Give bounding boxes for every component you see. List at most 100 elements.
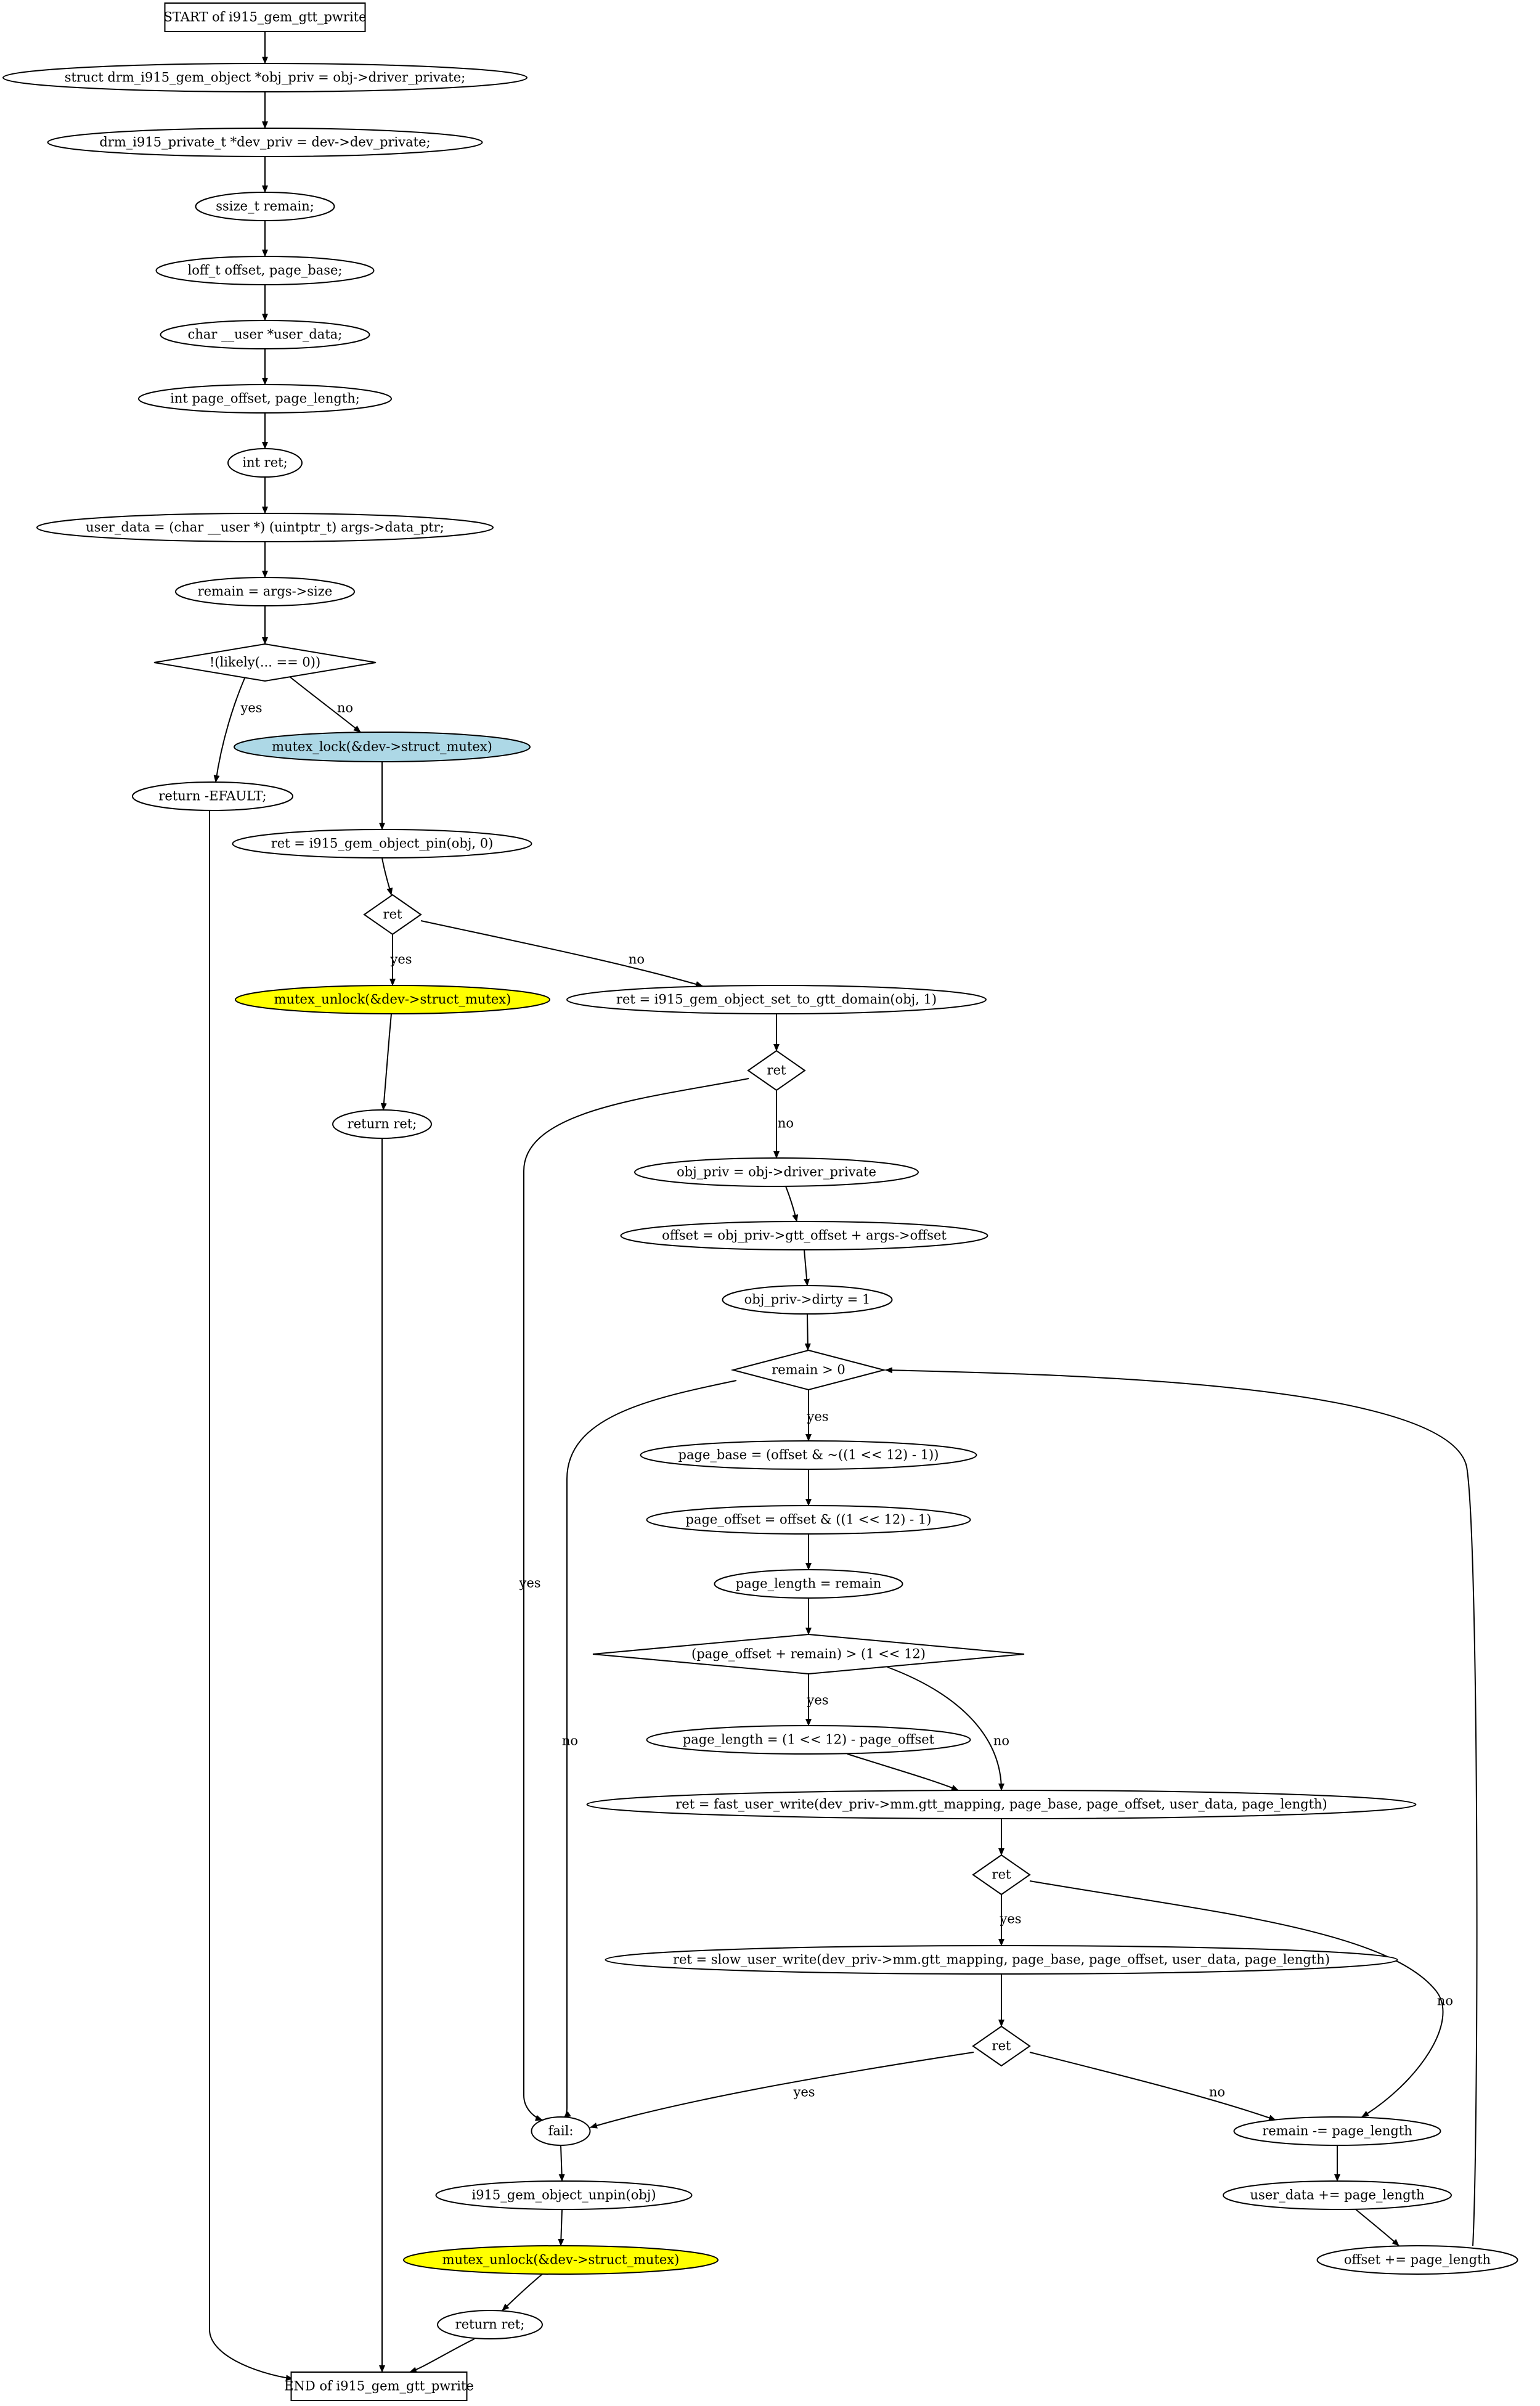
statement-node-objpriv: obj_priv = obj->driver_private xyxy=(634,1157,919,1187)
statement-shape xyxy=(155,256,375,285)
statement-node-poff: page_offset = offset & ((1 << 12) - 1) xyxy=(646,1505,971,1535)
statement-node-n9: remain = args->size xyxy=(175,577,355,606)
edge-d1-to-efault xyxy=(213,676,246,783)
node-label: return -EFAULT; xyxy=(158,789,266,804)
node-label: obj_priv->dirty = 1 xyxy=(744,1292,871,1307)
node-label: offset += page_length xyxy=(1344,2253,1491,2267)
statement-shape xyxy=(605,1945,1398,1975)
edge-label-yes: yes xyxy=(240,701,262,716)
node-label: ret = fast_user_write(dev_priv->mm.gtt_m… xyxy=(675,1797,1327,1812)
node-label: return ret; xyxy=(348,1117,417,1132)
statement-node-ret2: return ret; xyxy=(437,2310,543,2339)
node-label: remain = args->size xyxy=(198,584,333,599)
edge-label-yes: yes xyxy=(999,1912,1021,1927)
edge-d4-to-fail xyxy=(563,1380,737,2118)
statement-shape xyxy=(36,513,494,542)
decision-node-d1: !(likely(... == 0)) xyxy=(153,643,377,682)
node-label: ret xyxy=(992,2039,1011,2053)
statement-shape xyxy=(175,577,355,606)
node-label: ssize_t remain; xyxy=(216,199,314,214)
edge-label-no: no xyxy=(337,701,353,716)
statement-node-dirty: obj_priv->dirty = 1 xyxy=(722,1285,893,1315)
node-label: page_base = (offset & ~((1 << 12) - 1)) xyxy=(678,1448,939,1462)
edge-fail-to-unpin xyxy=(558,2145,565,2182)
statement-node-plen2: page_length = (1 << 12) - page_offset xyxy=(646,1725,971,1755)
statement-shape xyxy=(620,1221,988,1250)
node-label: START of i915_gem_gtt_pwrite xyxy=(163,10,366,25)
statement-node-ret1: return ret; xyxy=(332,1109,432,1139)
statement-node-unpin: i915_gem_object_unpin(obj) xyxy=(435,2180,693,2210)
edge-udadd-to-offadd xyxy=(1355,2209,1399,2246)
statement-node-udadd: user_data += page_length xyxy=(1223,2180,1452,2210)
statement-shape xyxy=(234,732,531,762)
node-label: int page_offset, page_length; xyxy=(170,391,360,406)
node-label: page_offset = offset & ((1 << 12) - 1) xyxy=(686,1512,932,1527)
edge-d6-to-remsub xyxy=(1029,1880,1444,2118)
statement-node-pin: ret = i915_gem_object_pin(obj, 0) xyxy=(232,829,532,858)
statement-node-unlock1: mutex_unlock(&dev->struct_mutex) xyxy=(235,985,550,1014)
node-label: !(likely(... == 0)) xyxy=(210,655,320,670)
node-label: ret xyxy=(992,1867,1011,1882)
statement-shape xyxy=(646,1505,971,1535)
edge-unlock1-to-ret1 xyxy=(380,1013,392,1111)
statement-shape xyxy=(714,1569,903,1599)
edge-d7-to-remsub xyxy=(1029,2052,1276,2121)
statement-node-efault: return -EFAULT; xyxy=(132,781,293,811)
node-label: return ret; xyxy=(455,2317,525,2332)
edge-offset-to-dirty xyxy=(804,1249,810,1286)
edge-pin-to-d2 xyxy=(381,857,393,895)
node-label: ret = slow_user_write(dev_priv->mm.gtt_m… xyxy=(673,1952,1330,1967)
decision-shape xyxy=(153,643,377,682)
node-label: drm_i915_private_t *dev_priv = dev->dev_… xyxy=(99,135,430,150)
statement-shape xyxy=(1223,2180,1452,2210)
decision-node-d7: ret xyxy=(972,2025,1031,2067)
statement-shape xyxy=(332,1109,432,1139)
edge-label-no: no xyxy=(1209,2085,1225,2100)
decision-node-d2: ret xyxy=(363,894,422,936)
statement-shape xyxy=(403,2245,719,2275)
edge-objpriv-to-offset xyxy=(785,1186,799,1222)
statement-node-n4: loff_t offset, page_base; xyxy=(155,256,375,285)
node-label: offset = obj_priv->gtt_offset + args->of… xyxy=(662,1228,947,1243)
decision-node-d6: ret xyxy=(972,1854,1031,1896)
edge-unlock2-to-ret2 xyxy=(502,2273,543,2311)
edge-label-no: no xyxy=(993,1734,1009,1748)
box-node-start: START of i915_gem_gtt_pwrite xyxy=(163,2,367,32)
statement-shape xyxy=(1233,2116,1441,2146)
edge-plen2-to-fast xyxy=(847,1753,959,1791)
node-label: mutex_unlock(&dev->struct_mutex) xyxy=(274,992,511,1007)
statement-shape xyxy=(235,985,550,1014)
edge-ret2-to-end xyxy=(409,2338,475,2373)
statement-shape xyxy=(195,192,335,221)
node-label: remain > 0 xyxy=(772,1363,845,1377)
statement-shape xyxy=(640,1440,977,1470)
statement-node-n6: int page_offset, page_length; xyxy=(138,384,392,414)
node-label: user_data = (char __user *) (uintptr_t) … xyxy=(86,520,444,535)
statement-shape xyxy=(722,1285,893,1315)
edge-dirty-to-d4 xyxy=(804,1313,811,1351)
statement-node-pbase: page_base = (offset & ~((1 << 12) - 1)) xyxy=(640,1440,977,1470)
statement-node-n7: int ret; xyxy=(227,448,303,478)
statement-shape xyxy=(160,320,370,349)
node-label: i915_gem_object_unpin(obj) xyxy=(471,2188,656,2203)
statement-node-unlock2: mutex_unlock(&dev->struct_mutex) xyxy=(403,2245,719,2275)
statement-shape xyxy=(232,829,532,858)
decision-shape xyxy=(972,2025,1031,2067)
node-label: remain -= page_length xyxy=(1262,2124,1412,2139)
node-label: END of i915_gem_gtt_pwrite xyxy=(284,2379,474,2394)
node-label: page_length = (1 << 12) - page_offset xyxy=(683,1732,935,1747)
node-label: ret xyxy=(767,1063,786,1078)
node-label: mutex_lock(&dev->struct_mutex) xyxy=(272,740,492,754)
statement-shape xyxy=(646,1725,971,1755)
decision-node-d3: ret xyxy=(747,1050,806,1091)
decision-shape xyxy=(972,1854,1031,1896)
edge-label-yes: yes xyxy=(389,952,412,967)
edge-label-no: no xyxy=(778,1116,794,1131)
node-label: (page_offset + remain) > (1 << 12) xyxy=(691,1647,926,1662)
statement-node-n5: char __user *user_data; xyxy=(160,320,370,349)
edge-unpin-to-unlock2 xyxy=(558,2209,564,2246)
node-label: ret = i915_gem_object_pin(obj, 0) xyxy=(271,836,494,851)
